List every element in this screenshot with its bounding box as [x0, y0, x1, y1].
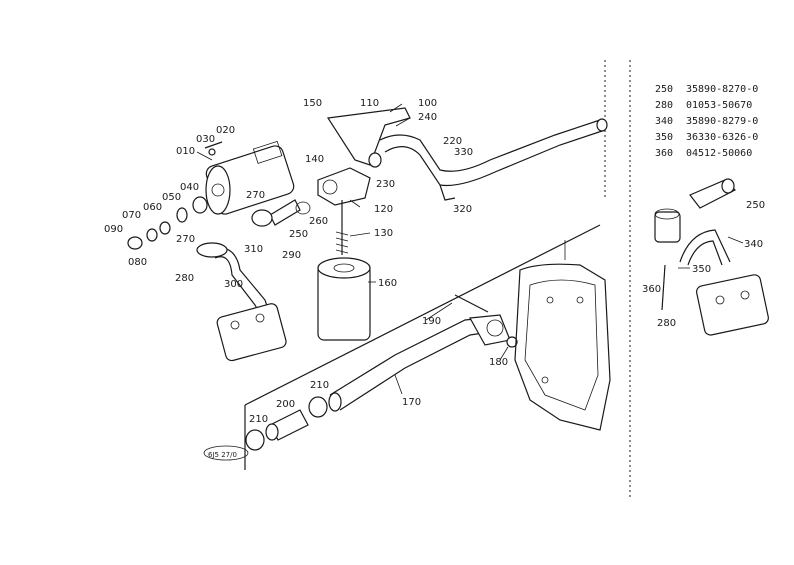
drawing-stamp: 6J5 27/0: [203, 445, 249, 461]
transmission-case: [514, 263, 611, 431]
bolt-190: [454, 294, 489, 313]
callout-350-inset: 350: [692, 264, 711, 275]
callout-070: 070: [122, 210, 141, 221]
o-ring: [295, 201, 311, 215]
callout-060: 060: [143, 202, 162, 213]
table-row-item: 360: [655, 148, 673, 159]
callout-260: 260: [309, 216, 328, 227]
callout-320: 320: [453, 204, 472, 215]
bolt: [204, 141, 223, 149]
table-row-item: 280: [655, 100, 673, 111]
part-number-table: 250 35890-8270-0 280 01053-50670 340 358…: [655, 84, 758, 159]
callout-110: 110: [360, 98, 379, 109]
callout-010: 010: [176, 146, 195, 157]
callout-280-inset: 280: [657, 318, 676, 329]
callout-120: 120: [374, 204, 393, 215]
callout-270-upper: 270: [246, 190, 265, 201]
leader-lines: [196, 103, 744, 395]
callout-240: 240: [418, 112, 437, 123]
table-row-item: 350: [655, 132, 673, 143]
bolt-head: [208, 148, 216, 156]
table-row-part: 35890-8279-0: [686, 116, 758, 127]
callout-080: 080: [128, 257, 147, 268]
callout-330: 330: [454, 147, 473, 158]
callout-200: 200: [276, 399, 295, 410]
o-ring: [368, 152, 382, 168]
hydraulic-pump: [205, 140, 295, 215]
control-valve-left: [216, 303, 287, 362]
callout-140: 140: [305, 154, 324, 165]
callout-210-right: 210: [310, 380, 329, 391]
callout-090: 090: [104, 224, 123, 235]
filter-head: [317, 167, 371, 206]
table-row-part: 36330-6326-0: [686, 132, 758, 143]
mounting-bracket: [326, 107, 411, 166]
callout-280-left: 280: [175, 273, 194, 284]
hose-clamps: [245, 396, 328, 451]
callout-360-inset: 360: [642, 284, 661, 295]
table-row-item: 340: [655, 116, 673, 127]
callout-050: 050: [162, 192, 181, 203]
table-row-part: 01053-50670: [686, 100, 752, 111]
pipe-flange: [251, 209, 273, 227]
callout-250-inset: 250: [746, 200, 765, 211]
callout-210-left: 210: [249, 414, 268, 425]
frame-line: [244, 224, 601, 406]
table-row-part: 35890-8270-0: [686, 84, 758, 95]
callout-290: 290: [282, 250, 301, 261]
relief-spring: [335, 200, 349, 255]
delivery-pipe: [379, 118, 608, 201]
callout-130: 130: [374, 228, 393, 239]
callout-250: 250: [289, 229, 308, 240]
callout-170: 170: [402, 397, 421, 408]
callout-300: 300: [224, 279, 243, 290]
suction-pipe: [196, 242, 271, 319]
table-row-item: 250: [655, 84, 673, 95]
callout-340-inset: 340: [744, 239, 763, 250]
callout-020: 020: [216, 125, 235, 136]
inset-valve-assembly: [654, 178, 769, 336]
rubber-hose: [265, 409, 309, 441]
o-ring-180: [506, 336, 518, 348]
callout-150: 150: [303, 98, 322, 109]
callout-100: 100: [418, 98, 437, 109]
washer-stack: [127, 196, 208, 250]
table-row-part: 04512-50060: [686, 148, 752, 159]
callout-040: 040: [180, 182, 199, 193]
callout-190: 190: [422, 316, 441, 327]
callout-270-lower: 270: [176, 234, 195, 245]
callout-030: 030: [196, 134, 215, 145]
callout-180: 180: [489, 357, 508, 368]
callout-labels: 010 020 030 040 050 060 070 080 090 100 …: [104, 98, 765, 425]
pipe-joint: [269, 199, 301, 226]
callout-230: 230: [376, 179, 395, 190]
oil-filter-cartridge: [317, 257, 371, 341]
callout-160: 160: [378, 278, 397, 289]
callout-220: 220: [443, 136, 462, 147]
stamp-code: 6J5 27/0: [208, 451, 237, 459]
callout-310: 310: [244, 244, 263, 255]
